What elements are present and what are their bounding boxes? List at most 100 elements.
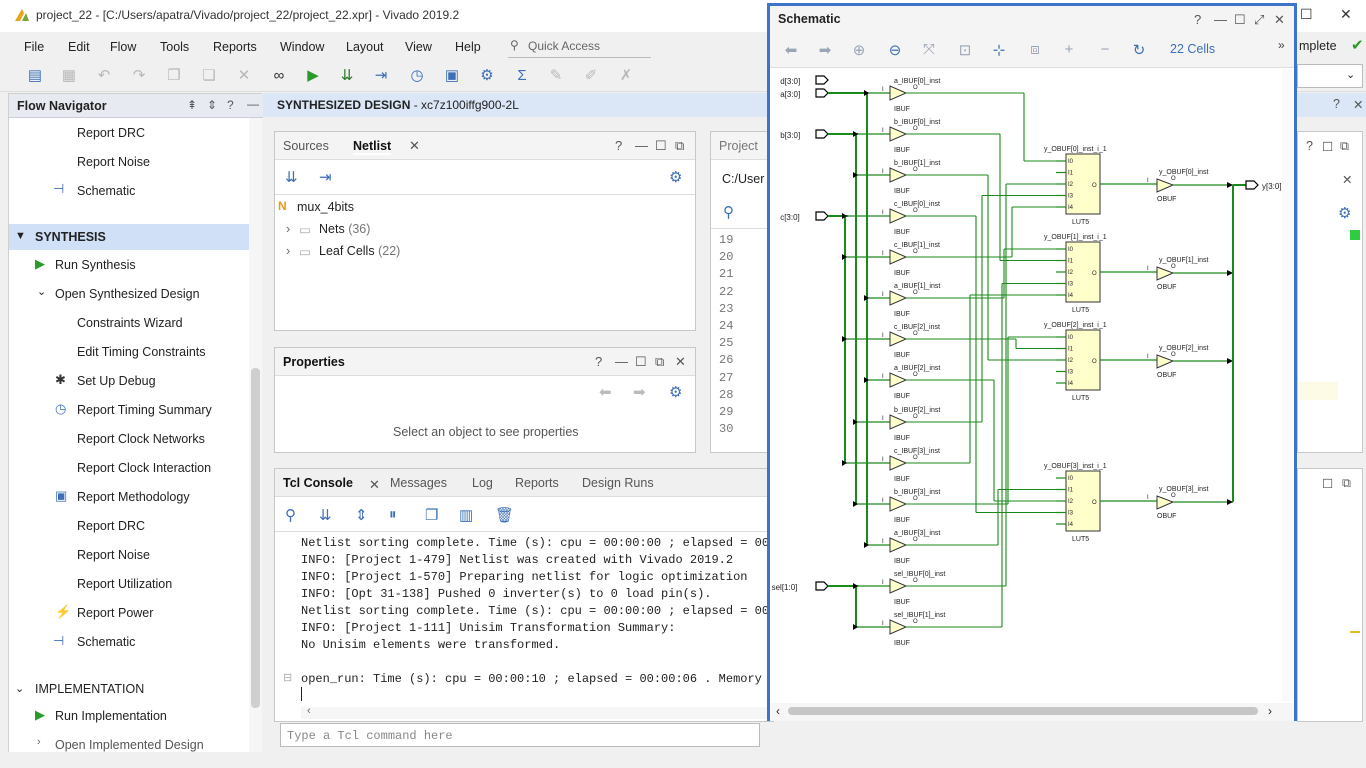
- fn-report-clock-networks[interactable]: Report Clock Networks: [77, 432, 205, 446]
- pause-icon[interactable]: ⏸: [389, 506, 397, 523]
- fn-schematic-top[interactable]: Schematic: [77, 184, 136, 198]
- menu-tools[interactable]: Tools: [160, 40, 190, 54]
- fn-run-synthesis[interactable]: Run Synthesis: [55, 258, 136, 272]
- help-icon[interactable]: ?: [595, 354, 603, 369]
- maximize-panel-icon[interactable]: ☐: [1322, 140, 1334, 154]
- help-icon[interactable]: ?: [1306, 139, 1313, 153]
- help-icon[interactable]: ?: [615, 138, 623, 153]
- fn-report-noise-top[interactable]: Report Noise: [77, 155, 150, 169]
- chevron-right-icon[interactable]: ›: [286, 222, 291, 236]
- maximize-panel-icon[interactable]: ☐: [1234, 12, 1246, 27]
- expand-icon[interactable]: ⇕: [207, 98, 218, 112]
- leaf-cells-node[interactable]: Leaf Cells (22): [319, 244, 400, 258]
- settings-gear-icon[interactable]: ⚙: [480, 67, 494, 84]
- fn-report-methodology[interactable]: Report Methodology: [77, 490, 190, 504]
- fn-open-implemented-design[interactable]: Open Implemented Design: [55, 738, 204, 752]
- tcl-command-input[interactable]: Type a Tcl command here: [280, 723, 760, 747]
- sigma-icon[interactable]: Σ: [517, 67, 527, 84]
- copy-icon[interactable]: ❐: [425, 507, 439, 524]
- tab-messages[interactable]: Messages: [390, 476, 447, 490]
- zoom-area-icon[interactable]: ⊡: [958, 42, 972, 59]
- report-icon[interactable]: ▣: [444, 67, 460, 84]
- tool-disabled-2-icon[interactable]: ✐: [584, 67, 598, 84]
- run-icon[interactable]: ▶: [307, 67, 319, 84]
- fn-report-drc[interactable]: Report DRC: [77, 519, 146, 533]
- minimize-panel-icon[interactable]: —: [635, 138, 648, 153]
- menu-window[interactable]: Window: [280, 40, 325, 54]
- fn-report-noise[interactable]: Report Noise: [77, 548, 150, 562]
- float-panel-icon[interactable]: ⧉: [655, 354, 665, 369]
- console-hscrollbar[interactable]: ‹: [301, 705, 775, 719]
- refresh-icon[interactable]: ↻: [1132, 42, 1146, 59]
- close-icon[interactable]: ✕: [1274, 12, 1285, 27]
- maximize-panel-icon[interactable]: ☐: [655, 138, 667, 153]
- chevron-down-icon[interactable]: ⌄: [37, 286, 47, 298]
- implementation-section-header[interactable]: ⌄ IMPLEMENTATION: [9, 676, 249, 702]
- menu-file[interactable]: File: [24, 40, 45, 54]
- maximize-panel-icon[interactable]: ☐: [635, 354, 647, 369]
- back-arrow-icon[interactable]: ⬅: [599, 384, 612, 401]
- float-panel-icon[interactable]: ⧉: [675, 138, 685, 153]
- fn-constraints-wizard[interactable]: Constraints Wizard: [77, 316, 183, 330]
- step-icon[interactable]: ⇥: [374, 67, 388, 84]
- menu-view[interactable]: View: [405, 40, 432, 54]
- timer-icon[interactable]: ◷: [410, 67, 424, 84]
- zoom-in-icon[interactable]: ⊕: [852, 42, 866, 59]
- back-arrow-icon[interactable]: ⬅: [784, 42, 798, 59]
- zoom-out-icon[interactable]: ⊖: [888, 42, 902, 59]
- menu-flow[interactable]: Flow: [110, 40, 137, 54]
- fn-schematic[interactable]: Schematic: [77, 635, 136, 649]
- fn-report-power[interactable]: Report Power: [77, 606, 154, 620]
- tab-netlist[interactable]: Netlist: [353, 139, 392, 155]
- fn-report-utilization[interactable]: Report Utilization: [77, 577, 173, 591]
- nets-node[interactable]: Nets (36): [319, 222, 370, 236]
- copy-icon[interactable]: ❐: [167, 67, 181, 84]
- close-tab-icon[interactable]: ✕: [369, 477, 380, 492]
- tab-sources[interactable]: Sources: [283, 139, 329, 153]
- table-icon[interactable]: ▥: [459, 507, 474, 524]
- cell-count[interactable]: 22 Cells: [1170, 42, 1216, 56]
- tab-log[interactable]: Log: [472, 476, 493, 490]
- maximize-panel-icon[interactable]: ☐: [1322, 477, 1334, 491]
- tool-disabled-3-icon[interactable]: ✗: [619, 67, 633, 84]
- menu-layout[interactable]: Layout: [346, 40, 384, 54]
- collapse-icon[interactable]: ⇊: [319, 507, 332, 524]
- crosshair-icon[interactable]: ⊹: [992, 42, 1006, 59]
- open-project-icon[interactable]: ▤: [27, 67, 43, 84]
- tab-project[interactable]: Project: [719, 139, 758, 153]
- close-icon[interactable]: ✕: [1353, 98, 1364, 112]
- search-icon[interactable]: ⚲: [723, 204, 734, 221]
- netlist-top-name[interactable]: mux_4bits: [297, 200, 354, 214]
- tool-disabled-1-icon[interactable]: ✎: [549, 67, 563, 84]
- help-icon[interactable]: ?: [227, 98, 234, 112]
- tab-reports[interactable]: Reports: [515, 476, 559, 490]
- menu-edit[interactable]: Edit: [68, 40, 90, 54]
- fn-open-synthesized-design[interactable]: Open Synthesized Design: [55, 287, 200, 301]
- menu-help[interactable]: Help: [455, 40, 481, 54]
- redo-icon[interactable]: ↷: [132, 67, 146, 84]
- expand-step-icon[interactable]: ⇥: [319, 169, 332, 186]
- undo-icon[interactable]: ↶: [97, 67, 111, 84]
- fold-icon[interactable]: ⊟: [283, 672, 293, 684]
- synthesis-section-header[interactable]: ▼ SYNTHESIS: [9, 224, 249, 250]
- regenerate-icon[interactable]: ⧈: [1030, 41, 1040, 58]
- zoom-fit-icon[interactable]: ⤧: [922, 41, 935, 58]
- paste-icon[interactable]: ❏: [202, 67, 216, 84]
- fn-set-up-debug[interactable]: Set Up Debug: [77, 374, 156, 388]
- chevron-right-icon[interactable]: ›: [37, 736, 41, 748]
- delete-icon[interactable]: ✕: [237, 67, 251, 84]
- schematic-hscrollbar[interactable]: ‹ ›: [770, 703, 1294, 721]
- fn-report-timing-summary[interactable]: Report Timing Summary: [77, 403, 212, 417]
- settings-gear-icon[interactable]: ⚙: [669, 169, 683, 186]
- fn-report-clock-interaction[interactable]: Report Clock Interaction: [77, 461, 212, 475]
- float-panel-icon[interactable]: ⧉: [1340, 139, 1349, 153]
- expand-icon[interactable]: ⇕: [355, 507, 368, 524]
- collapse-all-icon[interactable]: ⇊: [285, 169, 298, 186]
- fn-report-drc-top[interactable]: Report DRC: [77, 126, 146, 140]
- minimize-panel-icon[interactable]: —: [615, 354, 628, 369]
- maximize-icon[interactable]: ☐: [1300, 6, 1313, 22]
- settings-gear-icon[interactable]: ⚙: [1338, 205, 1352, 222]
- forward-arrow-icon[interactable]: ➡: [633, 384, 646, 401]
- close-icon[interactable]: ✕: [1342, 173, 1353, 187]
- search-icon[interactable]: ⚲: [285, 507, 296, 524]
